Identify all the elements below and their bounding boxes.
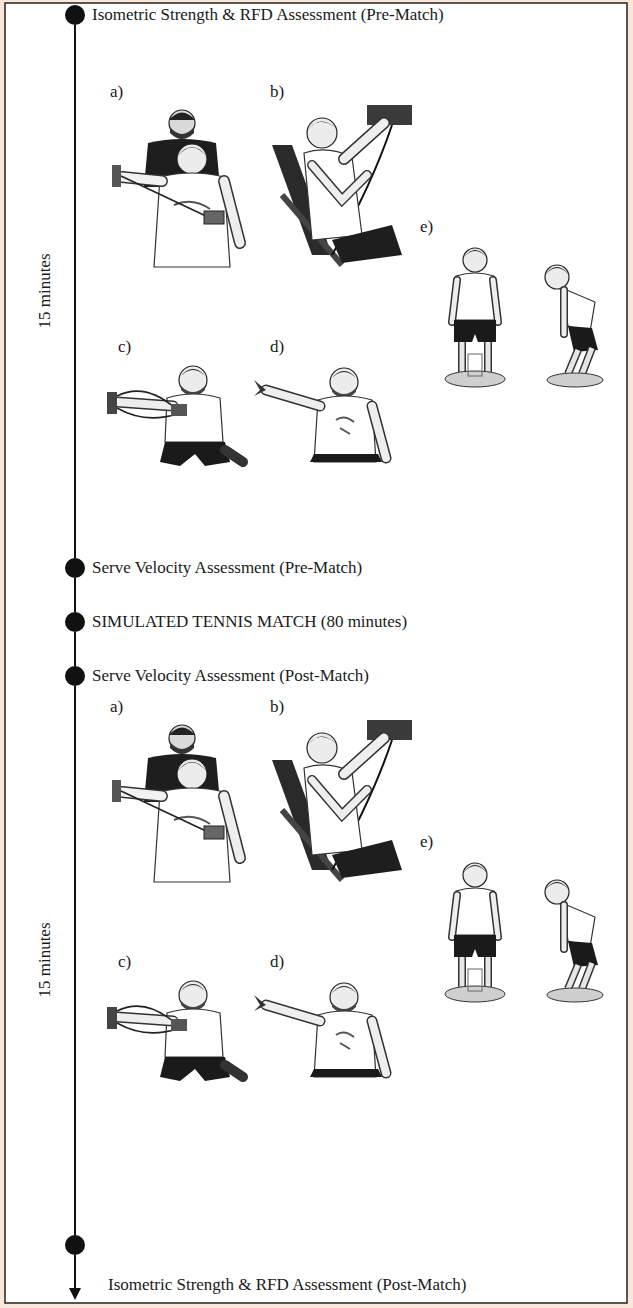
timeline-dot: SIMULATED TENNIS MATCH (80 minutes) [65, 612, 85, 632]
timeline-line [74, 686, 76, 1235]
timeline-line [74, 578, 76, 612]
timeline-dot: Isometric Strength & RFD Assessment (Pos… [65, 1235, 85, 1255]
timeline-dot: Serve Velocity Assessment (Pre-Match) [65, 558, 85, 578]
timeline-tail [74, 1255, 76, 1292]
duration-label: 15 minutes [35, 253, 55, 328]
timeline-arrowhead [69, 1288, 81, 1300]
panel-letter: e) [420, 217, 433, 237]
panel [5, 3, 627, 1303]
timeline-dot: Isometric Strength & RFD Assessment (Pre… [65, 5, 85, 25]
duration-label: 15 minutes [35, 922, 55, 997]
panel-letter: c) [118, 337, 131, 357]
stage-label: Serve Velocity Assessment (Post-Match) [92, 666, 369, 686]
timeline-line [74, 25, 76, 558]
panel-letter: d) [270, 952, 284, 972]
stage-label: Isometric Strength & RFD Assessment (Pre… [92, 5, 444, 25]
panel-letter: b) [270, 82, 284, 102]
panel-letter: d) [270, 337, 284, 357]
stage-label: Isometric Strength & RFD Assessment (Pos… [108, 1275, 466, 1295]
panel-letter: e) [420, 832, 433, 852]
athlete-illustrations [107, 105, 603, 466]
timeline-line [74, 632, 76, 666]
panel-letter: a) [110, 82, 123, 102]
stage-label: Serve Velocity Assessment (Pre-Match) [92, 558, 362, 578]
timeline-dot: Serve Velocity Assessment (Post-Match) [65, 666, 85, 686]
stage-label: SIMULATED TENNIS MATCH (80 minutes) [92, 612, 407, 632]
panel-letter: c) [118, 952, 131, 972]
athlete-illustrations [107, 720, 603, 1081]
panel-letter: a) [110, 697, 123, 717]
panel-letter: b) [270, 697, 284, 717]
